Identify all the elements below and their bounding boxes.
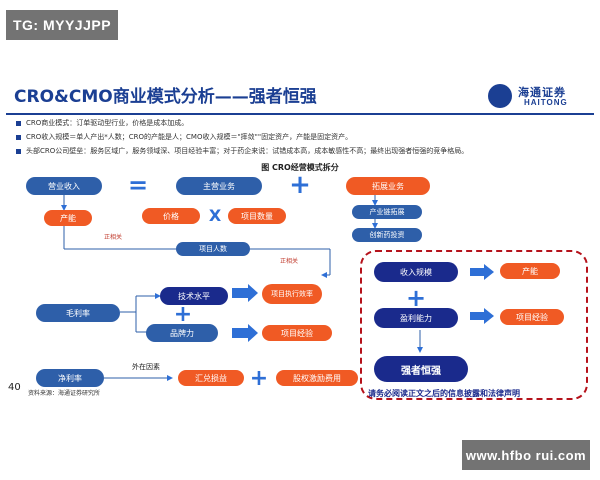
node-equity-incentive: 股权激励费用: [276, 370, 358, 386]
node-capacity-right: 产能: [500, 263, 560, 279]
node-revenue-scale: 收入规模: [374, 262, 458, 282]
strong-dashed-box: [360, 250, 588, 400]
plus-icon-4: +: [405, 284, 427, 312]
node-industry-chain: 产业链拓展: [352, 205, 422, 219]
node-gross-margin: 毛利率: [36, 304, 120, 322]
node-main-business: 主营业务: [176, 177, 262, 195]
legal-notice: 请务必阅读正文之后的信息披露和法律声明: [368, 389, 520, 398]
bullet-1: CRO商业模式：订单驱动型行业，价格是成本加成。: [16, 118, 188, 128]
node-innovative-invest: 创新药投资: [352, 228, 422, 242]
node-project-headcount: 项目人数: [176, 242, 250, 256]
node-capacity: 产能: [44, 210, 92, 226]
logo-icon: [488, 84, 512, 108]
label-external: 外在因素: [132, 363, 160, 371]
node-project-experience-right: 项目经验: [500, 309, 564, 325]
plus-icon-3: +: [249, 365, 269, 391]
node-profitability: 盈利能力: [374, 308, 458, 328]
node-exchange-loss: 汇兑损益: [178, 370, 244, 386]
label-positive-2: 正相关: [280, 258, 299, 265]
figure-title: 图 CRO经营模式拆分: [261, 163, 339, 172]
logo-en: HAITONG: [524, 98, 568, 107]
node-strong: 强者恒强: [374, 356, 468, 382]
plus-icon-1: +: [289, 170, 311, 200]
node-brand: 品牌力: [146, 324, 218, 342]
times-icon: X: [208, 205, 222, 225]
title-rule: [6, 113, 594, 115]
logo-cn: 海通证券: [518, 86, 566, 99]
watermark-top: TG: MYYJJPP: [6, 10, 118, 40]
source-note: 资料来源：海通证券研究所: [28, 390, 101, 397]
plus-icon-2: +: [173, 301, 193, 327]
node-net-margin: 净利率: [36, 369, 104, 387]
slide: [0, 78, 600, 418]
bullet-2: CRO收入规模＝单人产出*人数；CRO的产能是人；CMO收入规模＝"摔敛""固定…: [16, 132, 352, 142]
page-number: 40: [8, 382, 21, 393]
haitong-logo: 海通证券 HAITONG: [488, 84, 592, 110]
node-project-experience: 项目经验: [262, 325, 332, 341]
slide-title: CRO&CMO商业模式分析——强者恒强: [14, 87, 317, 107]
bullet-3: 头部CRO公司壁垒：服务区域广，服务领域深、项目经验丰富；对于药企来说：试错成本…: [16, 146, 468, 156]
node-revenue: 营业收入: [26, 177, 102, 195]
node-project-count: 项目数量: [228, 208, 286, 224]
equals-icon: =: [127, 171, 149, 199]
node-project-efficiency: 项目执行效率: [262, 284, 322, 304]
node-expand-business: 拓展业务: [346, 177, 430, 195]
label-positive-1: 正相关: [104, 234, 123, 241]
watermark-bottom: www.hfbo rui.com: [462, 440, 590, 470]
node-price: 价格: [142, 208, 200, 224]
node-tech-level: 技术水平: [160, 287, 228, 305]
